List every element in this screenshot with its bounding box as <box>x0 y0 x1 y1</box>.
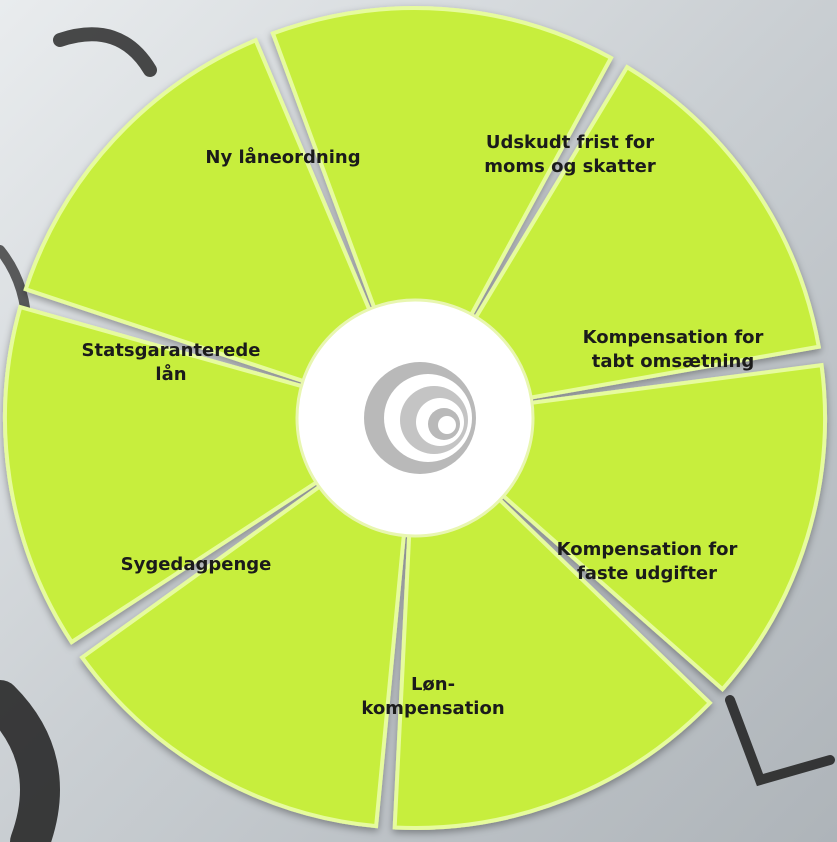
segment-label-line: lån <box>155 363 186 385</box>
segment-label: Udskudt frist for moms og skatter <box>484 132 656 177</box>
segment-label: Sygedagpenge <box>121 554 272 575</box>
segment-label-line: faste udgifter <box>577 563 717 584</box>
segment-label: Ny låneordning <box>205 146 360 168</box>
segment-label-line: Statsgaranterede <box>82 340 261 361</box>
segment-label: Løn-kompensation <box>361 674 504 719</box>
segment-label-line: kompensation <box>361 698 504 719</box>
segment-label-line: Ny låneordning <box>205 146 360 168</box>
segment-label-line: Udskudt frist for <box>486 132 654 153</box>
concentric-swirl-logo-icon <box>364 362 476 474</box>
center-hub <box>295 298 535 538</box>
segment-label: Kompensation for tabt omsætning <box>583 327 764 372</box>
segment-label-line: Kompensation for <box>583 327 764 348</box>
segment-label-line: tabt omsætning <box>592 351 755 372</box>
labels-layer: Ny låneordning Udskudt frist for moms og s… <box>82 132 764 719</box>
segments-layer <box>3 6 827 830</box>
segment-label-line: Kompensation for <box>557 539 738 560</box>
segment-label-line: moms og skatter <box>484 156 656 177</box>
segment-label-line: Løn- <box>411 674 455 695</box>
segment-label-line: Sygedagpenge <box>121 554 272 575</box>
segment-label: Kompensation for faste udgifter <box>557 539 738 584</box>
